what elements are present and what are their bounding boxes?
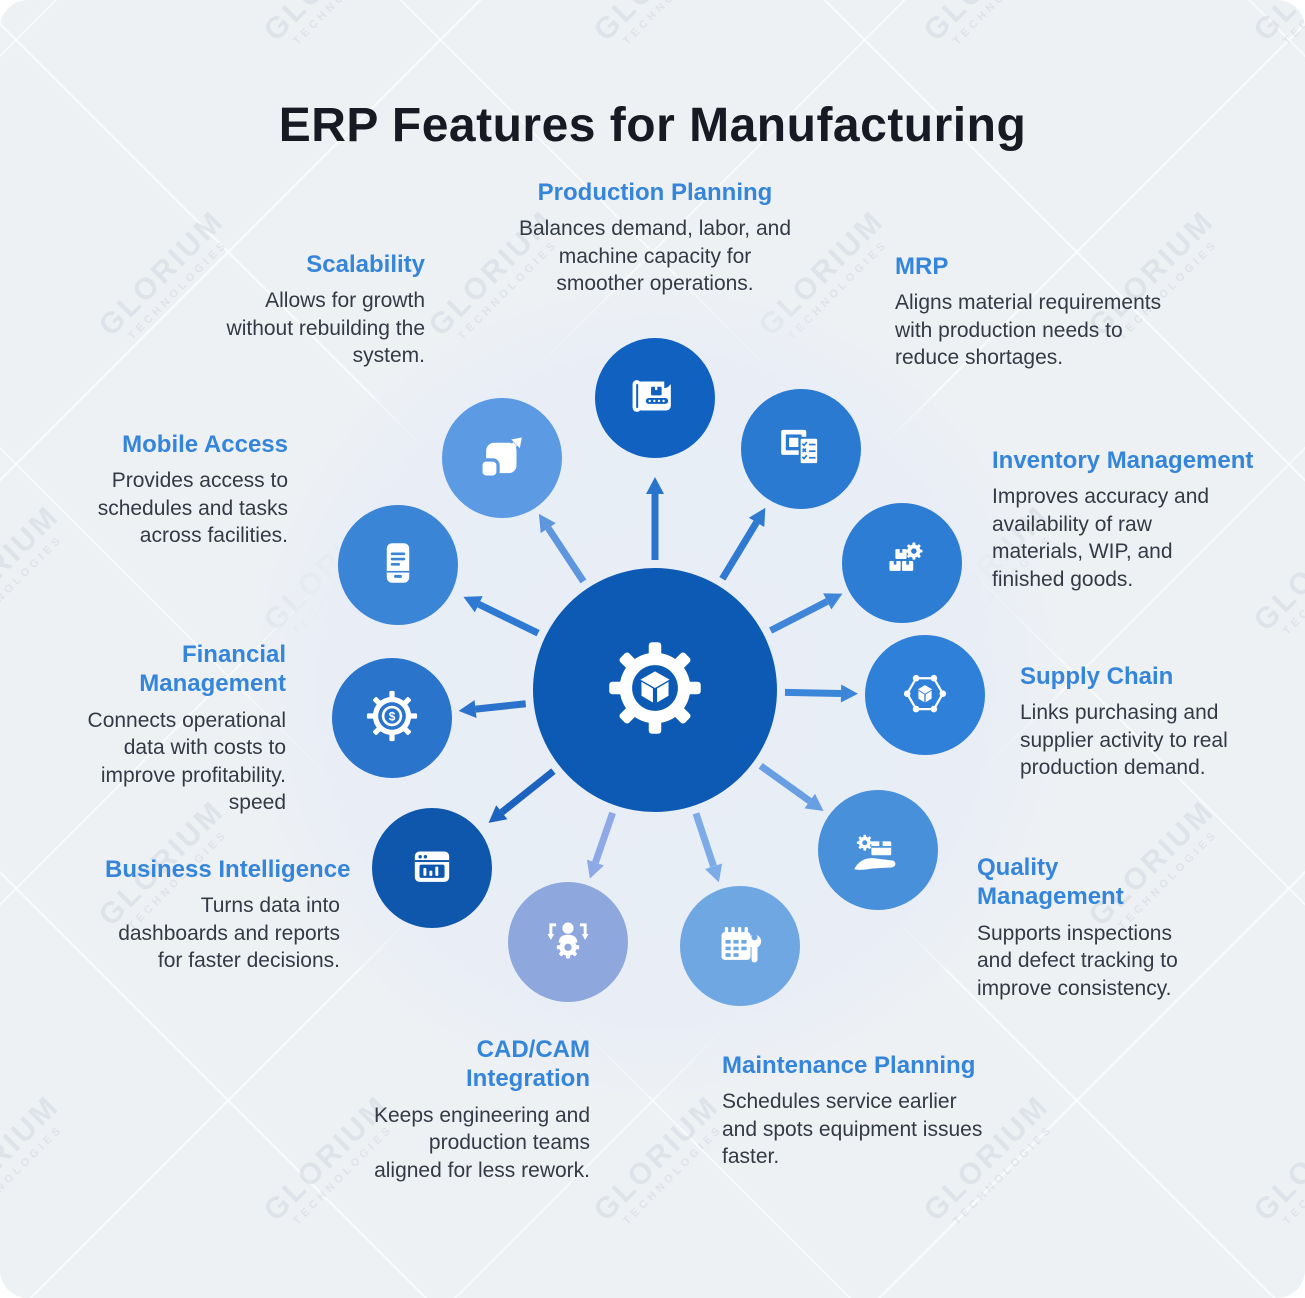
arrow-line-business-intelligence xyxy=(499,768,556,816)
arrow-head-financial-management xyxy=(458,700,477,719)
feature-title: Supply Chain xyxy=(1020,663,1174,690)
arrow-head-mrp xyxy=(748,507,766,528)
feature-description: Links purchasing and supplier activity t… xyxy=(1020,701,1228,780)
feature-title: Maintenance Planning xyxy=(722,1052,976,1079)
stacked-boxes-gear-icon xyxy=(869,528,935,599)
feature-title: Production Planning xyxy=(537,179,773,206)
smartphone-icon xyxy=(365,530,431,601)
satellite-business-intelligence xyxy=(372,808,492,928)
box-checklist-icon xyxy=(768,414,834,485)
feature-mobile-access: Mobile Access Provides access to schedul… xyxy=(56,430,288,550)
satellite-financial-management: $ xyxy=(332,658,452,778)
arrow-line-supply-chain xyxy=(784,688,842,697)
feature-mrp: MRP Aligns material requirements with pr… xyxy=(895,252,1180,372)
feature-description: Allows for growth without rebuilding the… xyxy=(226,289,425,368)
svg-text:$: $ xyxy=(389,709,396,723)
arrow-line-cad-cam-integration xyxy=(592,811,616,864)
feature-title: Inventory Management xyxy=(992,447,1254,474)
satellite-maintenance-planning xyxy=(680,886,800,1006)
gear-cube-icon xyxy=(603,636,707,745)
arrow-head-mobile-access xyxy=(463,596,483,613)
feature-description: Schedules service earlier and spots equi… xyxy=(722,1090,983,1169)
feature-inventory-management: Inventory Management Improves accuracy a… xyxy=(992,446,1254,593)
feature-description: Provides access to schedules and tasks a… xyxy=(97,469,288,548)
arrow-line-quality-management xyxy=(758,762,812,804)
arrow-head-scalability xyxy=(538,513,556,534)
arrow-head-production-planning xyxy=(646,477,664,494)
feature-business-intelligence: Business Intelligence Turns data into da… xyxy=(105,855,351,975)
feature-description: Turns data into dashboards and reports f… xyxy=(118,894,340,973)
satellite-inventory-management xyxy=(842,503,962,623)
arrow-head-maintenance-planning xyxy=(704,863,723,883)
feature-description: Connects operational data with costs to … xyxy=(87,708,286,815)
feature-cad-cam-integration: CAD/CAM Integration Keeps engineering an… xyxy=(360,1035,590,1184)
network-cube-icon xyxy=(892,660,958,731)
arrow-line-financial-management xyxy=(475,700,527,713)
feature-quality-management: Quality Management Supports inspections … xyxy=(977,853,1205,1002)
feature-title: Business Intelligence xyxy=(105,856,351,883)
gear-dollar-icon: $ xyxy=(359,683,425,754)
feature-description: Balances demand, labor, and machine capa… xyxy=(518,217,792,296)
feature-description: Keeps engineering and production teams a… xyxy=(373,1103,590,1182)
satellite-quality-management xyxy=(818,790,938,910)
arrow-line-mobile-access xyxy=(477,601,540,637)
page-title: ERP Features for Manufacturing xyxy=(278,99,1027,153)
feature-title: CAD/CAM Integration xyxy=(466,1036,590,1093)
feature-description: Improves accuracy and availability of ra… xyxy=(992,485,1210,591)
arrow-head-business-intelligence xyxy=(488,805,508,823)
feature-title: Quality Management xyxy=(977,854,1124,911)
calendar-wrench-icon xyxy=(707,911,773,982)
center-circle xyxy=(533,568,777,812)
feature-description: Aligns material requirements with produc… xyxy=(895,291,1162,370)
feature-title: Mobile Access xyxy=(122,431,288,458)
satellite-mobile-access xyxy=(338,505,458,625)
satellite-supply-chain xyxy=(865,635,985,755)
arrow-head-cad-cam-integration xyxy=(586,859,604,879)
feature-title: Scalability xyxy=(306,251,425,278)
arrow-line-inventory-management xyxy=(769,598,829,634)
satellite-cad-cam-integration xyxy=(508,882,628,1002)
arrow-head-supply-chain xyxy=(840,684,859,703)
feature-title: Financial Management xyxy=(139,641,286,698)
feature-maintenance-planning: Maintenance Planning Schedules service e… xyxy=(722,1051,990,1171)
satellite-production-planning xyxy=(595,338,715,458)
expand-arrow-icon xyxy=(469,423,535,494)
arrow-line-scalability xyxy=(545,526,587,584)
blueprint-conveyor-icon xyxy=(622,363,688,434)
satellite-scalability xyxy=(442,398,562,518)
arrow-head-inventory-management xyxy=(823,593,843,610)
dashboard-chart-icon xyxy=(399,833,465,904)
feature-description: Supports inspections and defect tracking… xyxy=(977,921,1178,1000)
feature-supply-chain: Supply Chain Links purchasing and suppli… xyxy=(1020,662,1290,782)
arrow-head-quality-management xyxy=(804,793,824,811)
engineer-gear-icon xyxy=(535,907,601,978)
hand-box-gear-icon xyxy=(845,815,911,886)
arrow-line-mrp xyxy=(719,520,760,581)
arrow-line-maintenance-planning xyxy=(692,812,717,868)
feature-scalability: Scalability Allows for growth without re… xyxy=(193,250,425,370)
satellite-mrp xyxy=(741,389,861,509)
feature-financial-management: Financial Management Connects operationa… xyxy=(72,640,286,817)
feature-title: MRP xyxy=(895,253,949,280)
feature-production-planning: Production Planning Balances demand, lab… xyxy=(420,178,890,298)
